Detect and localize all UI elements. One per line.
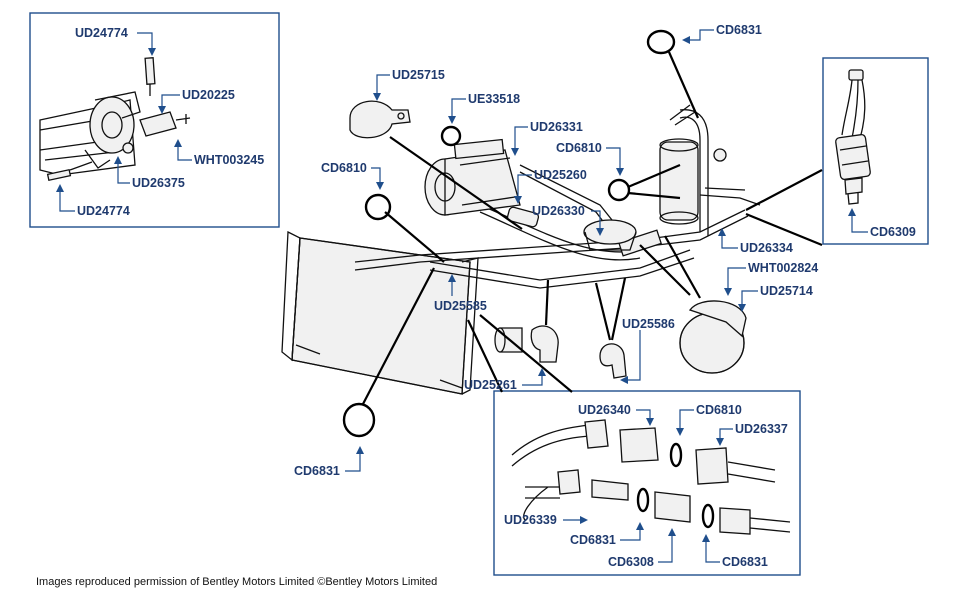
label-cd6810-left[interactable]: CD6810 bbox=[321, 161, 367, 175]
label-cd6831-top[interactable]: CD6831 bbox=[716, 23, 762, 37]
pressure-switch-drawing bbox=[835, 69, 871, 205]
label-ud26331[interactable]: UD26331 bbox=[530, 120, 583, 134]
label-ud26375[interactable]: UD26375 bbox=[132, 176, 185, 190]
label-cd6810-mid[interactable]: CD6810 bbox=[556, 141, 602, 155]
leader-lines bbox=[56, 29, 868, 563]
compressor-mount-drawing bbox=[39, 57, 191, 181]
compressor-drawing bbox=[424, 138, 521, 216]
label-ud25715[interactable]: UD25715 bbox=[392, 68, 445, 82]
condenser-drawing bbox=[281, 230, 479, 395]
label-ud25714[interactable]: UD25714 bbox=[760, 284, 813, 298]
copyright-caption: Images reproduced permission of Bentley … bbox=[36, 576, 438, 588]
label-cd6309[interactable]: CD6309 bbox=[870, 225, 916, 239]
label-ud26330[interactable]: UD26330 bbox=[532, 204, 585, 218]
label-cd6831-left[interactable]: CD6831 bbox=[294, 464, 340, 478]
o-rings bbox=[342, 29, 676, 438]
label-ud25586[interactable]: UD25586 bbox=[622, 317, 675, 331]
label-cd6810-inset[interactable]: CD6810 bbox=[696, 403, 742, 417]
label-ue33518[interactable]: UE33518 bbox=[468, 92, 520, 106]
label-cd6831-inset-b[interactable]: CD6831 bbox=[722, 555, 768, 569]
label-wht003245[interactable]: WHT003245 bbox=[194, 153, 264, 167]
label-cd6308[interactable]: CD6308 bbox=[608, 555, 654, 569]
part-labels: UD24774 UD20225 WHT003245 UD26375 UD2477… bbox=[75, 23, 916, 569]
label-cd6831-inset-a[interactable]: CD6831 bbox=[570, 533, 616, 547]
compressor-mount-inset-box bbox=[29, 12, 280, 228]
label-ud26339[interactable]: UD26339 bbox=[504, 513, 557, 527]
label-ud25585[interactable]: UD25585 bbox=[434, 299, 487, 313]
label-ud24774-top[interactable]: UD24774 bbox=[75, 26, 128, 40]
label-wht002824[interactable]: WHT002824 bbox=[748, 261, 818, 275]
label-ud26334[interactable]: UD26334 bbox=[740, 241, 793, 255]
label-ud25261[interactable]: UD25261 bbox=[464, 378, 517, 392]
receiver-drier-drawing bbox=[659, 104, 727, 225]
label-ud24774-bottom[interactable]: UD24774 bbox=[77, 204, 130, 218]
pressure-switch-inset-box bbox=[822, 57, 929, 245]
pipe-fittings-inset-box bbox=[493, 390, 801, 576]
bowl-drawing bbox=[583, 219, 637, 251]
clamp-drawings bbox=[349, 100, 747, 379]
callout-lines bbox=[362, 51, 823, 405]
label-ud26337[interactable]: UD26337 bbox=[735, 422, 788, 436]
label-ud20225[interactable]: UD20225 bbox=[182, 88, 235, 102]
pipe-fittings-drawing bbox=[511, 419, 791, 535]
label-ud26340[interactable]: UD26340 bbox=[578, 403, 631, 417]
label-ud25260[interactable]: UD25260 bbox=[534, 168, 587, 182]
